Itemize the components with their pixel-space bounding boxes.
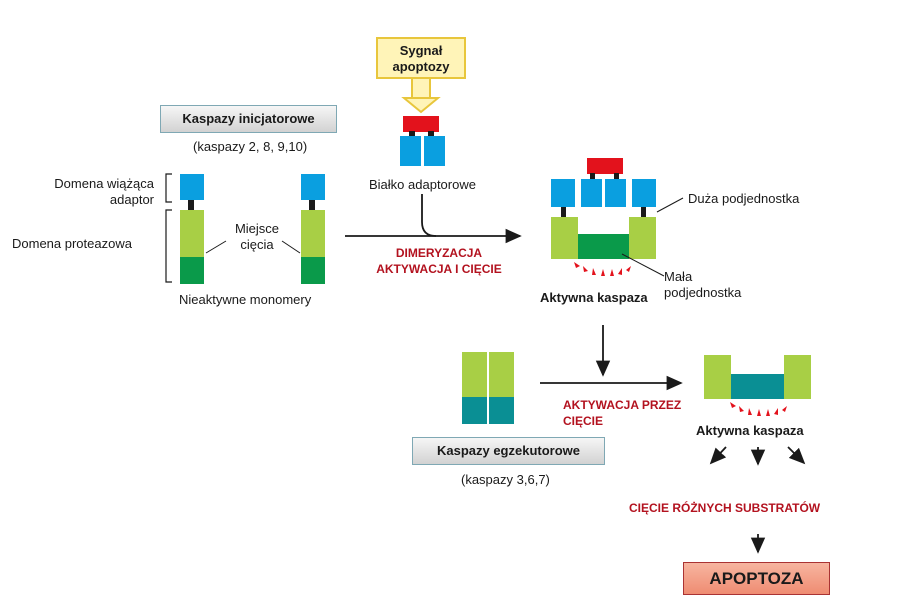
executor-procaspase [462, 352, 514, 424]
inactive-monomer-2 [301, 174, 325, 284]
large-subunit-pointer [656, 197, 684, 213]
small-subunit-pointer [621, 253, 665, 277]
substrate-cleavage-label: CIĘCIE RÓŻNYCH SUBSTRATÓW [629, 501, 821, 515]
cleavage-pointer-right [281, 240, 301, 254]
apoptosis-box: APOPTOZA [683, 562, 830, 595]
cleavage-pointer-left [205, 240, 227, 254]
small-subunit-label: Mała podjednostka [664, 269, 742, 300]
executor-box: Kaspazy egzekutorowe [412, 437, 605, 465]
active-executor-caspase [704, 355, 811, 416]
initiator-label: Kaspazy inicjatorowe [182, 111, 315, 126]
substrate-arrow-left [709, 446, 727, 465]
signal-box: Sygnał apoptozy [376, 37, 466, 79]
executor-list: (kaspazy 3,6,7) [461, 472, 550, 487]
inactive-monomer-1 [180, 174, 204, 284]
adaptor-domain-bracket [165, 173, 172, 203]
adaptor-connector [421, 194, 437, 237]
protease-domain-label: Domena proteazowa [12, 236, 132, 251]
large-subunit-label: Duża podjednostka [688, 191, 800, 206]
initiator-box: Kaspazy inicjatorowe [160, 105, 337, 133]
signal-label: Sygnał apoptozy [392, 43, 450, 74]
adaptor-protein-shape [400, 116, 445, 166]
inactive-monomers-label: Nieaktywne monomery [179, 292, 312, 307]
activation-cleavage-label: AKTYWACJA PRZEZ CIĘCIE [563, 398, 682, 428]
active-caspase-label-2: Aktywna kaspaza [696, 423, 804, 438]
executor-label: Kaspazy egzekutorowe [436, 443, 581, 458]
active-caspase-complex [551, 158, 656, 276]
protease-domain-bracket [165, 209, 172, 283]
apoptosis-label: APOPTOZA [709, 569, 804, 588]
substrate-arrow-right [787, 446, 806, 465]
adaptor-domain-label: Domena wiążąca adaptor [54, 176, 154, 207]
dimerization-label: DIMERYZACJA AKTYWACJA I CIĘCIE [376, 246, 502, 276]
adaptor-protein-label: Białko adaptorowe [369, 177, 476, 192]
cleavage-site-label: Miejsce cięcia [234, 221, 280, 252]
signal-arrow [401, 77, 441, 114]
initiator-list: (kaspazy 2, 8, 9,10) [193, 139, 308, 154]
active-caspase-label-1: Aktywna kaspaza [540, 290, 648, 305]
